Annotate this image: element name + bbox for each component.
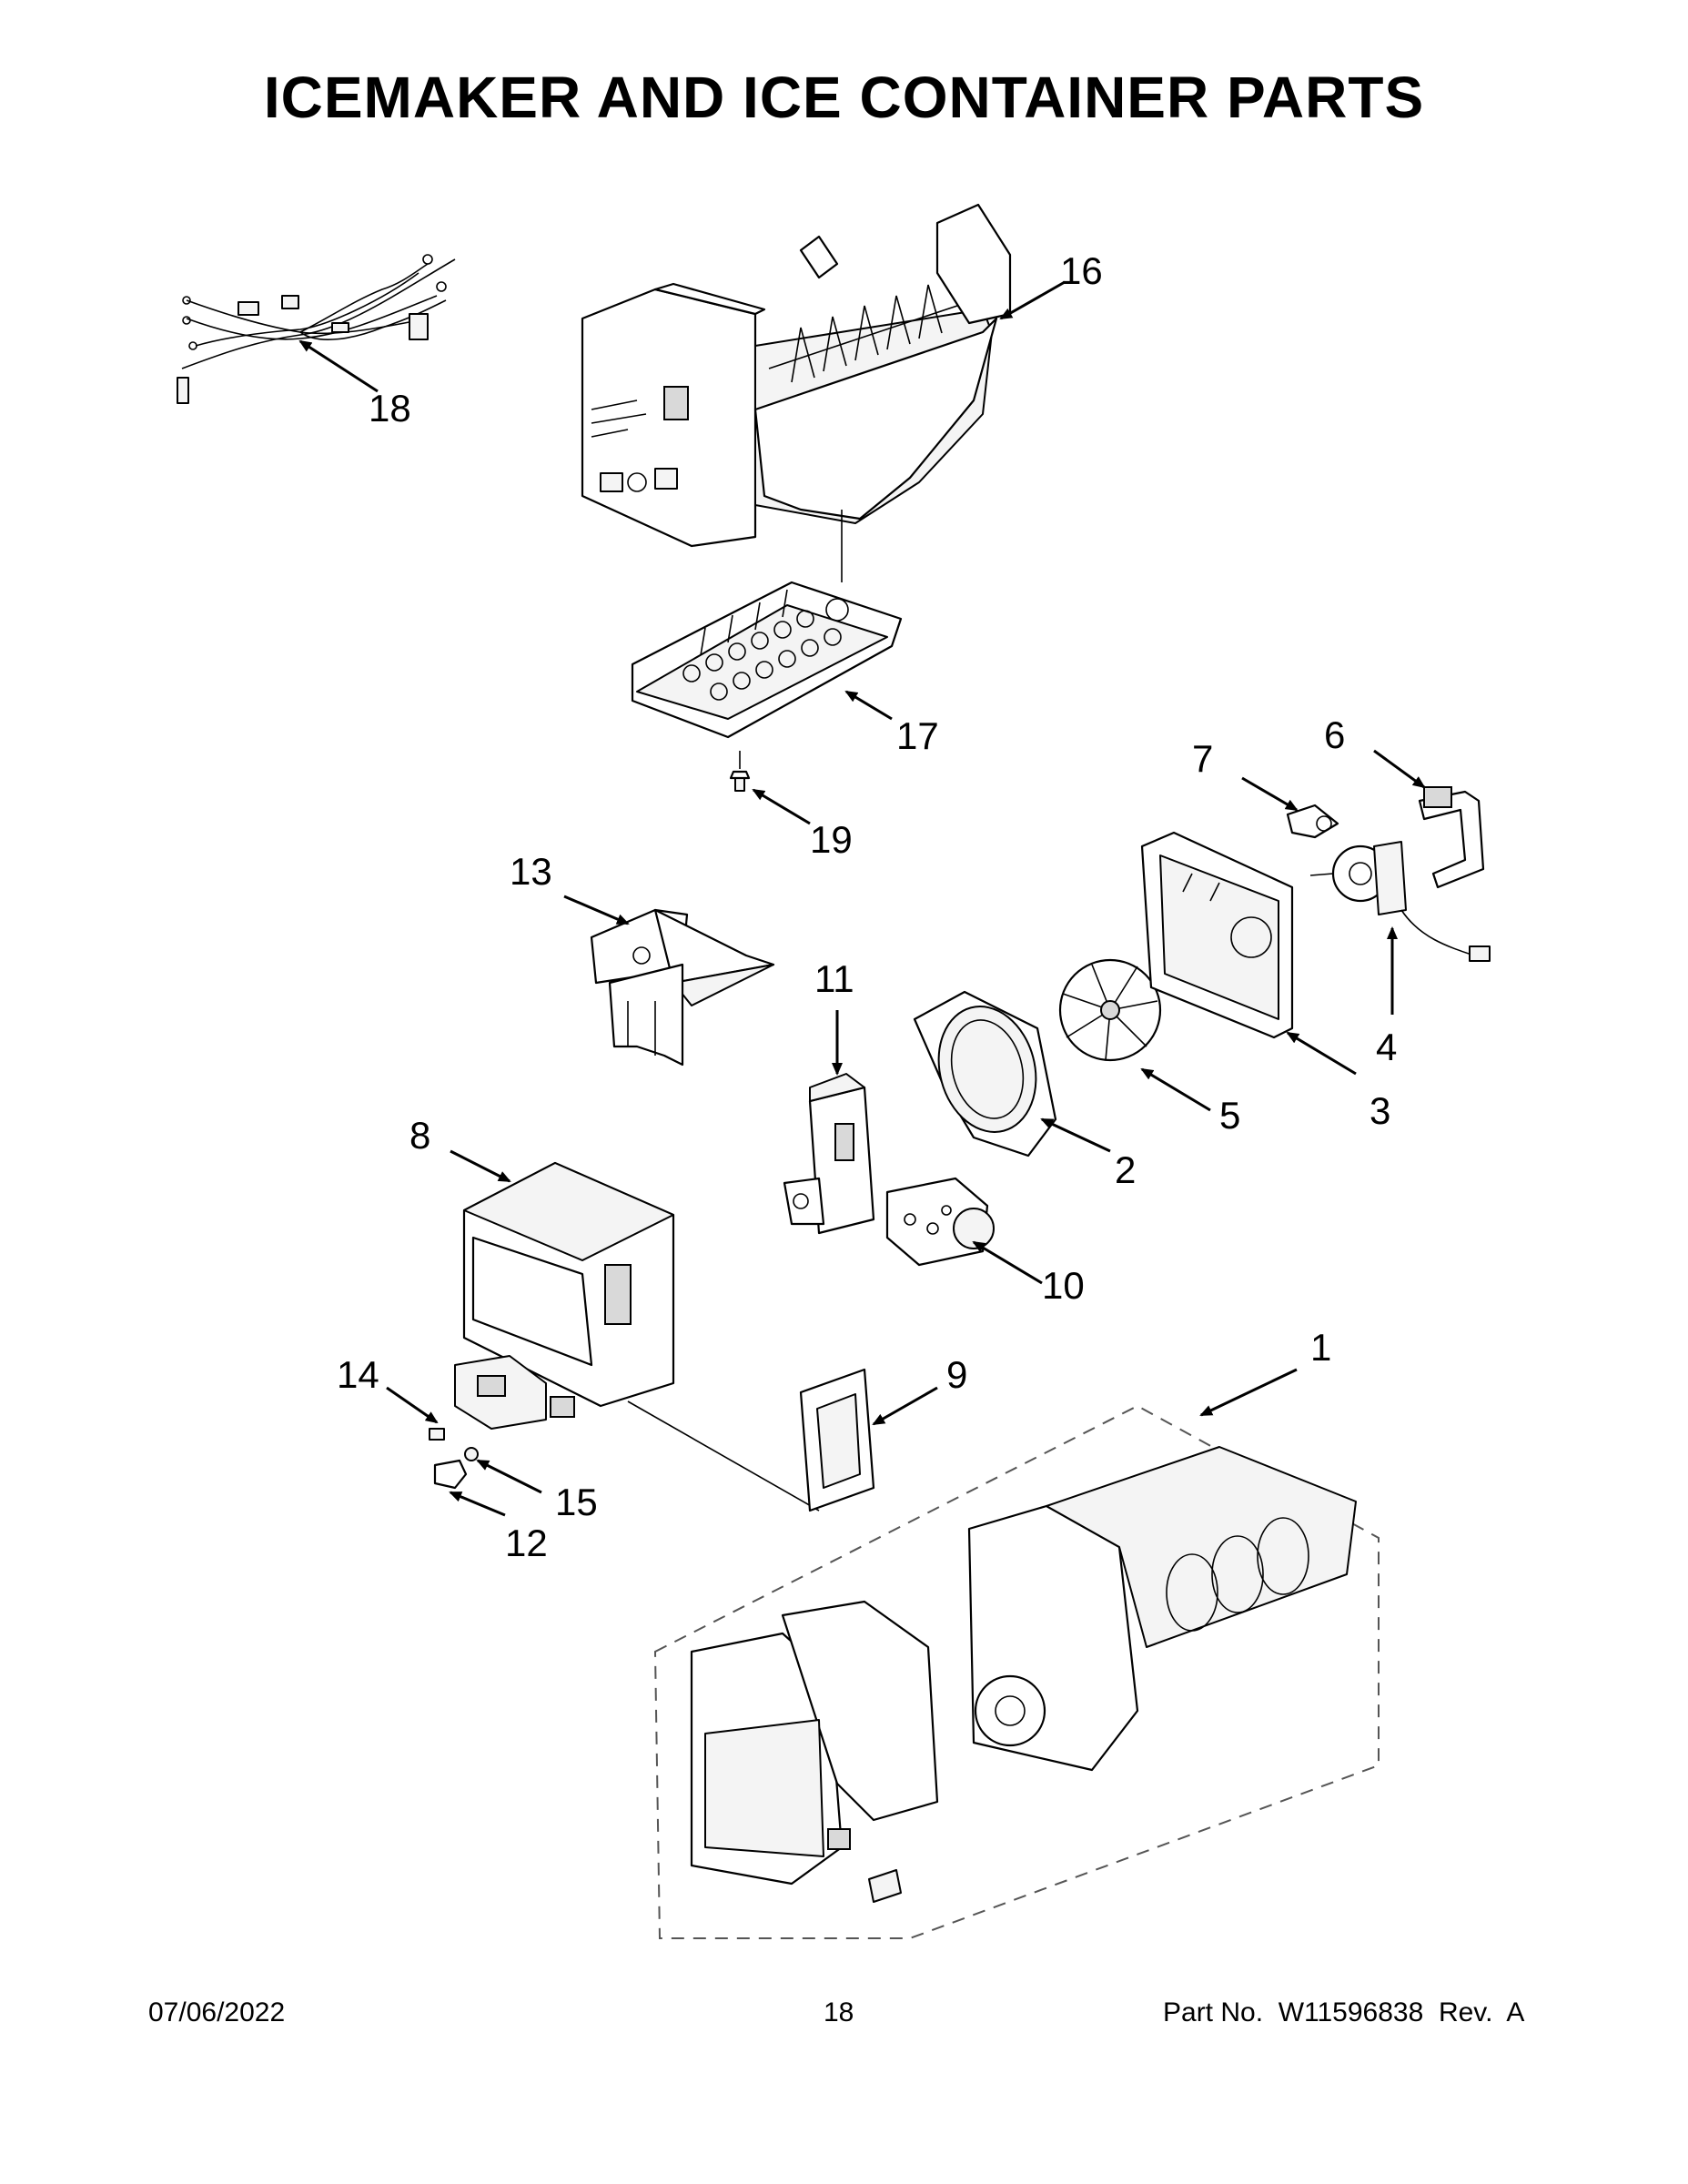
part-11-switch-housing: [783, 1073, 875, 1235]
page-title: ICEMAKER AND ICE CONTAINER PARTS: [263, 65, 1425, 130]
part-1-ice-container-assembly: [653, 1404, 1380, 1939]
callout-17: 17: [896, 714, 939, 757]
part-18-wire-harness: [177, 254, 456, 404]
callout-12: 12: [505, 1522, 548, 1564]
part-16-icemaker-assembly: [581, 203, 1012, 582]
callout-13: 13: [510, 850, 552, 893]
callout-15: 15: [555, 1481, 598, 1523]
callout-10: 10: [1042, 1264, 1085, 1307]
callout-16: 16: [1060, 249, 1103, 292]
callout-14: 14: [337, 1353, 379, 1396]
part-10-auger-motor: [885, 1177, 995, 1267]
part-7-connector: [1286, 804, 1339, 839]
callout-18: 18: [369, 387, 411, 430]
callout-3: 3: [1370, 1089, 1390, 1132]
part-9-bezel: [799, 1368, 875, 1512]
callout-4: 4: [1376, 1026, 1397, 1068]
part-17-ice-mold: [631, 581, 903, 739]
footer-page-number: 18: [824, 1997, 854, 2027]
part-4-fan-motor: [1309, 841, 1491, 962]
part-6-bracket: [1418, 786, 1485, 889]
part-12-clip: [433, 1459, 468, 1490]
part-19-screw: [729, 751, 751, 792]
part-3-housing: [1140, 831, 1294, 1039]
part-5-fan-blade: [1058, 958, 1162, 1062]
callout-7: 7: [1192, 737, 1213, 780]
part-2-fan-shroud: [913, 990, 1057, 1158]
part-13-flapper: [590, 908, 775, 1067]
part-15-washer: [464, 1447, 479, 1461]
callout-9: 9: [946, 1353, 967, 1396]
callout-19: 19: [810, 818, 853, 861]
callout-11: 11: [814, 957, 854, 1000]
callout-1: 1: [1310, 1326, 1331, 1369]
callout-5: 5: [1219, 1094, 1240, 1137]
part-8-housing: [454, 1161, 820, 1512]
callout-8: 8: [409, 1114, 430, 1157]
footer-date: 07/06/2022: [148, 1997, 286, 2027]
footer-part-number: Part No. W11596838 Rev. A: [1163, 1997, 1525, 2027]
callout-6: 6: [1324, 713, 1345, 756]
callout-2: 2: [1115, 1148, 1136, 1191]
leader-arrows: [298, 280, 1426, 1517]
part-14-screw: [429, 1428, 445, 1441]
callout-labels: 18 16 17 19 7 6 13 11 4 5 3 2 8 10 9 1 1…: [337, 249, 1397, 1564]
